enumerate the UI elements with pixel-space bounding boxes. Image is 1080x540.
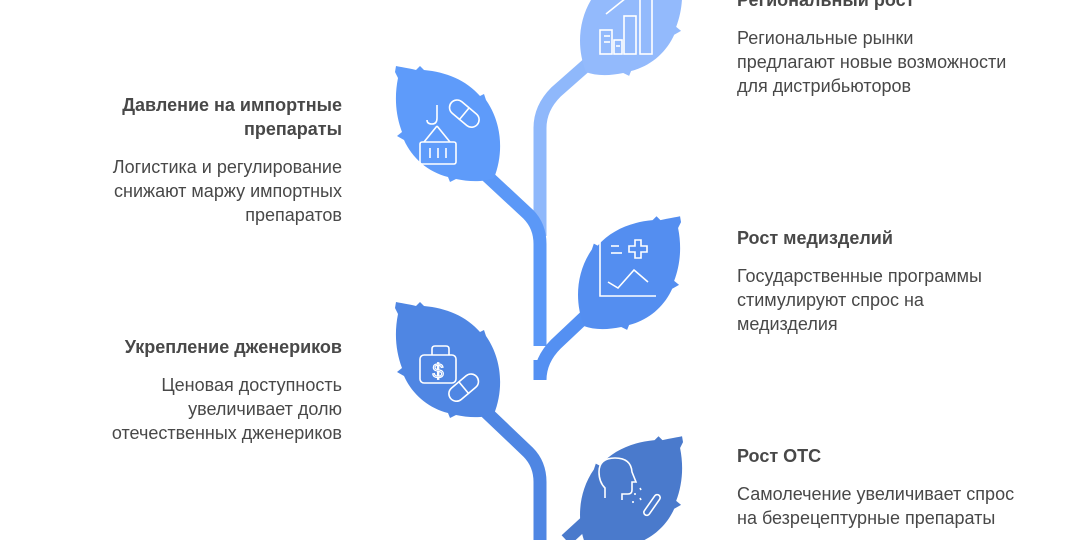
leaf-regional-growth <box>580 0 684 76</box>
svg-text:$: $ <box>432 361 443 383</box>
item-generics: Укрепление дженериков Ценовая доступност… <box>40 335 342 445</box>
item-description: Логистика и регулирование снижают маржу … <box>112 157 342 225</box>
leaf-medical-devices <box>578 216 682 330</box>
item-medical-devices: Рост медизделий Государственные программ… <box>737 226 1057 336</box>
item-title: Региональный рост <box>737 0 915 10</box>
money-case-pill-icon: $ <box>419 345 480 403</box>
item-regional-growth: Региональный рост Региональные рынки пре… <box>737 0 1057 98</box>
item-description: Самолечение увеличивает спрос на безреце… <box>737 484 1015 528</box>
item-otc: Рост OTC Самолечение увеличивает спрос н… <box>737 444 1067 530</box>
medical-chart-cross-icon <box>599 239 656 297</box>
leaf-otc <box>580 436 684 540</box>
stem <box>481 57 595 540</box>
item-title: Рост OTC <box>737 446 822 466</box>
item-description: Региональные рынки предлагают новые возм… <box>737 28 1007 96</box>
item-title: Рост медизделий <box>737 228 893 248</box>
item-description: Государственные программы стимулируют сп… <box>737 266 982 334</box>
person-spray-icon <box>598 457 661 517</box>
item-description: Ценовая доступность увеличивает долю оте… <box>111 375 342 443</box>
bar-chart-growth-icon <box>599 0 653 55</box>
item-title: Укрепление дженериков <box>124 337 342 357</box>
crane-container-pill-icon <box>419 99 480 165</box>
leaf-import-pressure <box>395 66 501 182</box>
leaf-generics: $ <box>395 302 501 418</box>
item-import-pressure: Давление на импортные препараты Логистик… <box>40 93 342 227</box>
item-title: Давление на импортные препараты <box>122 95 342 139</box>
